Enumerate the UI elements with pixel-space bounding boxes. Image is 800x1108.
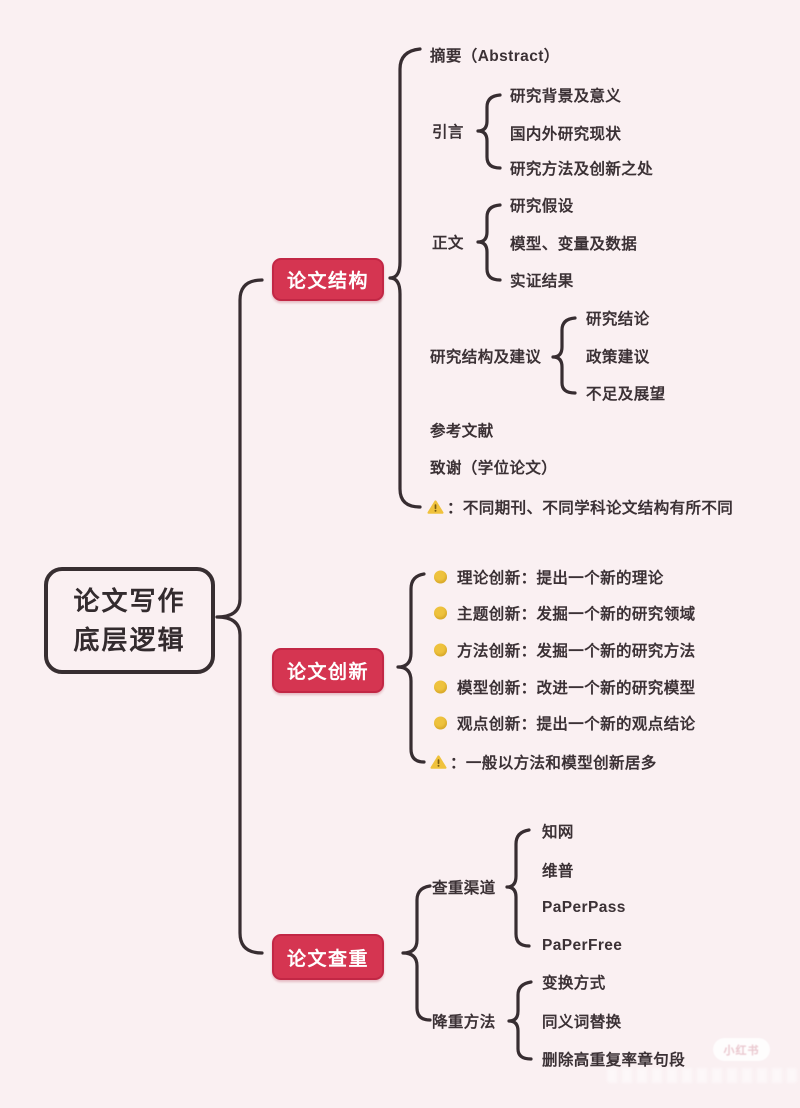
structure-item-abstract: 摘要（Abstract） [430,48,560,65]
branch-label-structure: 论文结构 [286,271,369,292]
innovation-item: 模型创新：改进一个新的研究模型 [457,680,696,697]
bullet-icon [434,680,447,694]
channels-label: 查重渠道 [432,880,496,897]
bullet-icon [434,643,447,657]
brace-body [476,203,502,282]
channel-item: 维普 [542,863,574,880]
reduce-label: 降重方法 [432,1014,496,1031]
bullet-icon [434,716,447,730]
body-item: 模型、变量及数据 [510,236,638,253]
conclusion-item: 政策建议 [586,349,650,366]
bullet-icon [434,606,447,620]
channel-item: 知网 [542,824,574,841]
intro-label: 引言 [432,124,464,141]
reduce-item: 同义词替换 [542,1014,622,1031]
root-title-line1: 论文写作 [73,585,186,616]
warning-icon [427,500,444,514]
root-node: 论文写作 底层逻辑 [44,567,215,674]
branch-node-structure: 论文结构 [272,258,384,301]
conclusion-item: 不足及展望 [586,386,666,403]
root-title-line2: 底层逻辑 [73,624,186,655]
innovation-item: 理论创新：提出一个新的理论 [457,570,664,587]
body-item: 实证结果 [510,273,574,290]
channel-item: PaPerFree [542,937,623,954]
conclusion-label: 研究结构及建议 [430,349,542,366]
brace-intro [476,93,502,170]
brace-check [401,884,432,1022]
bullet-icon [434,570,447,584]
intro-item: 国内外研究现状 [510,126,622,143]
branch-label-innovation: 论文创新 [286,662,369,683]
innovation-item: 主题创新：发掘一个新的研究领域 [457,606,696,623]
brace-innovation [396,572,426,764]
body-label: 正文 [432,235,464,252]
branch-node-check: 论文查重 [272,934,384,980]
structure-note: ：不同期刊、不同学科论文结构有所不同 [447,500,734,517]
brace-reduce [507,980,533,1061]
watermark-blur-text [607,1068,797,1083]
branch-label-check: 论文查重 [286,948,369,970]
xiaohongshu-watermark-label: 小红书 [723,1044,760,1057]
reduce-item: 删除高重复率章句段 [542,1052,686,1069]
brace-structure [388,47,422,509]
brace-channels [505,828,531,948]
brace-conclusion [551,316,577,395]
branch-node-innovation: 论文创新 [272,648,384,693]
body-item: 研究假设 [510,198,574,215]
innovation-item: 方法创新：发掘一个新的研究方法 [457,643,696,660]
structure-item-references: 参考文献 [430,423,494,440]
innovation-item: 观点创新：提出一个新的观点结论 [457,716,696,733]
xiaohongshu-watermark-badge: 小红书 [713,1038,770,1061]
reduce-item: 变换方式 [542,975,606,992]
structure-item-thanks: 致谢（学位论文） [430,460,558,477]
conclusion-item: 研究结论 [586,311,650,328]
channel-item: PaPerPass [542,899,626,916]
intro-item: 研究背景及意义 [510,88,622,105]
intro-item: 研究方法及创新之处 [510,161,654,178]
warning-icon [430,755,447,769]
brace-root [215,278,264,955]
innovation-note: ：一般以方法和模型创新居多 [450,755,657,772]
